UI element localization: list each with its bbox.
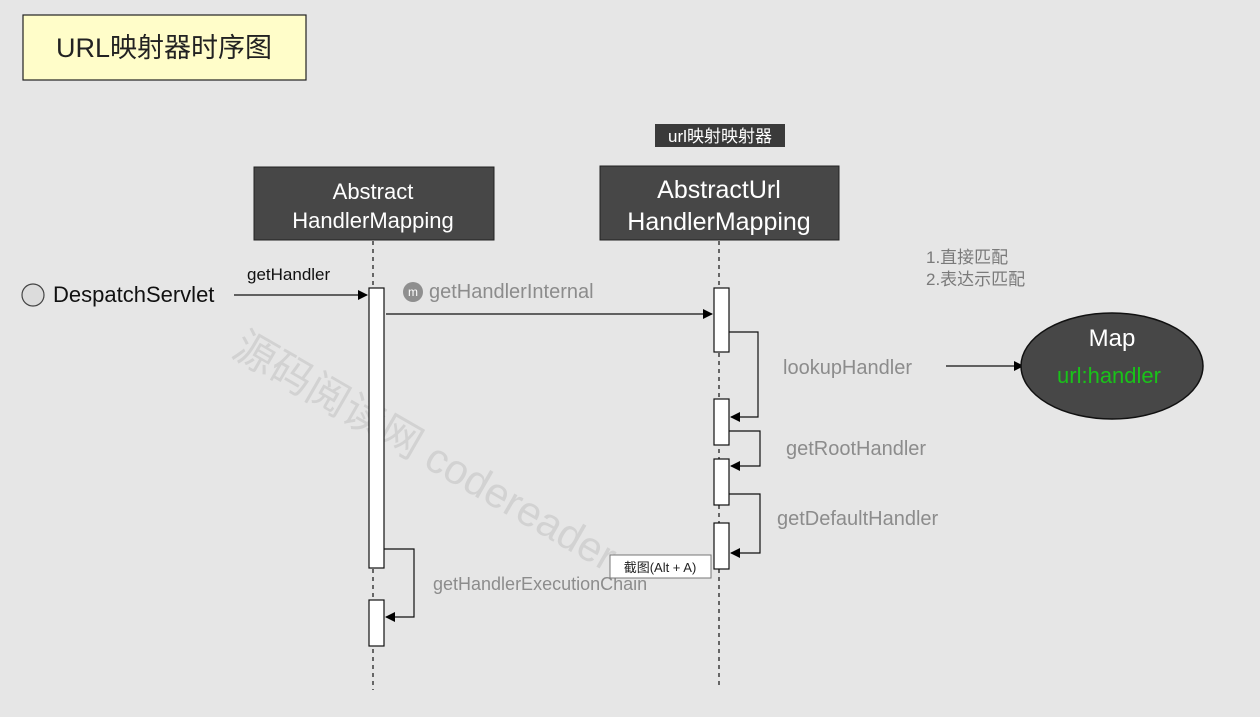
method-badge: m <box>403 282 423 302</box>
screenshot-tooltip: 截图(Alt + A) <box>609 554 712 579</box>
activation-bar <box>713 458 730 506</box>
participant-abstract-handler-mapping[interactable]: Abstract HandlerMapping <box>253 166 495 241</box>
participant-label-line1: Abstract <box>333 179 414 204</box>
note-line-2: 2.表达示匹配 <box>926 270 1025 289</box>
actor-despatch-servlet[interactable]: DespatchServlet <box>21 282 214 307</box>
message-arrow-get-root-handler <box>729 430 761 471</box>
actor-label: DespatchServlet <box>53 282 214 307</box>
message-arrow-lookup-handler <box>729 331 759 422</box>
activation-bar <box>713 398 730 446</box>
watermark: 源码阅读网 codereader <box>226 322 625 580</box>
map-node[interactable]: Map url:handler <box>1020 312 1204 420</box>
message-label-get-root-handler: getRootHandler <box>786 438 926 460</box>
diagram-title: URL映射器时序图 <box>56 33 272 63</box>
note-line-1: 1.直接匹配 <box>926 248 1008 267</box>
message-arrow-get-handler-execution-chain <box>384 548 415 622</box>
message-label-get-default-handler: getDefaultHandler <box>777 508 939 530</box>
message-arrow-get-default-handler <box>729 493 761 558</box>
activation-bar <box>713 287 730 353</box>
message-label-get-handler-execution-chain: getHandlerExecutionChain <box>433 574 647 594</box>
actor-circle-icon <box>21 283 45 307</box>
participant-abstract-url-handler-mapping[interactable]: AbstractUrl HandlerMapping <box>599 165 840 241</box>
message-label-get-handler: getHandler <box>247 265 331 284</box>
method-badge-icon <box>403 282 423 302</box>
title-box: URL映射器时序图 <box>22 14 307 81</box>
participant-label-line2: HandlerMapping <box>292 208 453 233</box>
map-node-subtitle: url:handler <box>1057 363 1161 388</box>
participant-label-line2: HandlerMapping <box>627 208 810 236</box>
activation-bar <box>368 287 385 569</box>
participant-tag: url映射映射器 <box>655 124 785 147</box>
message-label-get-handler-internal: getHandlerInternal <box>429 281 594 303</box>
method-badge-letter: m <box>408 285 418 299</box>
tooltip-text: 截图(Alt + A) <box>624 560 697 575</box>
message-label-lookup-handler: lookupHandler <box>783 357 912 379</box>
activation-bar <box>368 599 385 647</box>
map-node-title: Map <box>1089 325 1136 352</box>
participant-tag-text: url映射映射器 <box>668 127 772 146</box>
activation-bar <box>713 522 730 570</box>
participant-label-line1: AbstractUrl <box>657 176 781 204</box>
